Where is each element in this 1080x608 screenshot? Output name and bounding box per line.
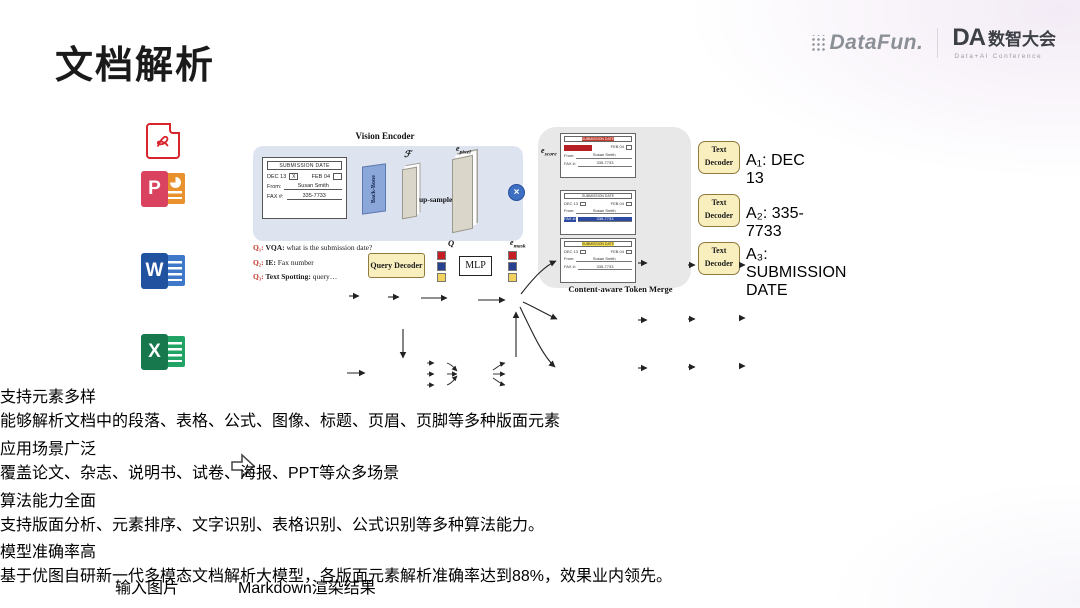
vision-encoder-title: Vision Encoder bbox=[355, 131, 415, 141]
merged-doc-1: SUBMISSION DATE FEB 04 From:Susan Smith … bbox=[560, 133, 636, 178]
feature-row-elements: 支持元素多样 能够解析文档中的段落、表格、公式、图像、标题、页眉、页脚等多种版面… bbox=[0, 383, 560, 430]
feature-text: 覆盖论文、杂志、说明书、试卷、海报、PPT等众多场景 bbox=[0, 465, 400, 482]
feature-label: 算法能力全面 bbox=[0, 493, 97, 510]
input-image-caption: 输入图片 bbox=[115, 580, 180, 597]
query-2: Q₂: IE: Fax number bbox=[253, 258, 314, 267]
mask-token-red bbox=[508, 251, 517, 260]
answer-3: A₃: SUBMISSION DATE bbox=[746, 246, 847, 299]
multiply-icon: × bbox=[508, 184, 525, 201]
pdf-icon bbox=[141, 123, 185, 159]
feature-text: 基于优图自研新一代多模态文档解析大模型，各版面元素解析准确率达到88%，效果业内… bbox=[0, 568, 673, 585]
feature-label: 应用场景广泛 bbox=[0, 441, 97, 458]
feature-label: 支持元素多样 bbox=[0, 389, 97, 406]
datafun-dots-icon bbox=[810, 34, 826, 52]
powerpoint-icon: P bbox=[141, 171, 185, 207]
feature-row-algorithms: 算法能力全面 支持版面分析、元素排序、文字识别、表格识别、公式识别等多种算法能力… bbox=[0, 487, 544, 534]
f-label: ℱ bbox=[404, 149, 412, 159]
query-token-red bbox=[437, 251, 446, 260]
query-token-blue bbox=[437, 262, 446, 271]
upsample-label: up-sample bbox=[419, 195, 453, 204]
conference-logo: DA 数智大会 Data+AI Conference bbox=[952, 24, 1056, 60]
answer-2: A₂: 335-7733 bbox=[746, 205, 804, 240]
markdown-result-caption: Markdown渲染结果 bbox=[238, 580, 376, 597]
datafun-logo: DataFun. bbox=[810, 31, 923, 55]
excel-icon: X bbox=[141, 334, 185, 370]
markdown-result-thumbnail bbox=[0, 108, 60, 332]
mlp-box: MLP bbox=[459, 256, 492, 276]
feature-label: 模型准确率高 bbox=[0, 544, 97, 561]
answer-1: A₁: DEC 13 bbox=[746, 152, 805, 187]
feature-text: 支持版面分析、元素排序、文字识别、表格识别、公式识别等多种算法能力。 bbox=[0, 517, 545, 534]
q-label: Q bbox=[448, 238, 455, 248]
query-1: Q₁: VQA: what is the submission date? bbox=[253, 243, 373, 252]
query-token-yellow bbox=[437, 273, 446, 282]
query-3: Q₃: Text Spotting: query… bbox=[253, 272, 338, 281]
feature-row-scenes: 应用场景广泛 覆盖论文、杂志、说明书、试卷、海报、PPT等众多场景 bbox=[0, 435, 399, 482]
token-merge-caption: Content-aware Token Merge bbox=[568, 284, 673, 294]
query-decoder-box: Query Decoder bbox=[368, 253, 425, 278]
header-logos: DataFun. DA 数智大会 Data+AI Conference bbox=[810, 26, 1056, 61]
mask-token-blue bbox=[508, 262, 517, 271]
feature-row-accuracy: 模型准确率高 基于优图自研新一代多模态文档解析大模型，各版面元素解析准确率达到8… bbox=[0, 538, 673, 585]
word-icon: W bbox=[141, 253, 185, 289]
feature-text: 能够解析文档中的段落、表格、公式、图像、标题、页眉、页脚等多种版面元素 bbox=[0, 413, 561, 430]
e-pixel-label: epixel bbox=[456, 144, 471, 156]
diagram-arrows bbox=[347, 259, 746, 388]
transform-arrow-icon bbox=[231, 453, 256, 479]
page-title: 文档解析 bbox=[55, 45, 216, 87]
e-score-label: escore bbox=[541, 146, 557, 158]
e-mask-label: emask bbox=[510, 238, 526, 250]
logo-separator bbox=[937, 28, 939, 59]
mask-token-yellow bbox=[508, 273, 517, 282]
